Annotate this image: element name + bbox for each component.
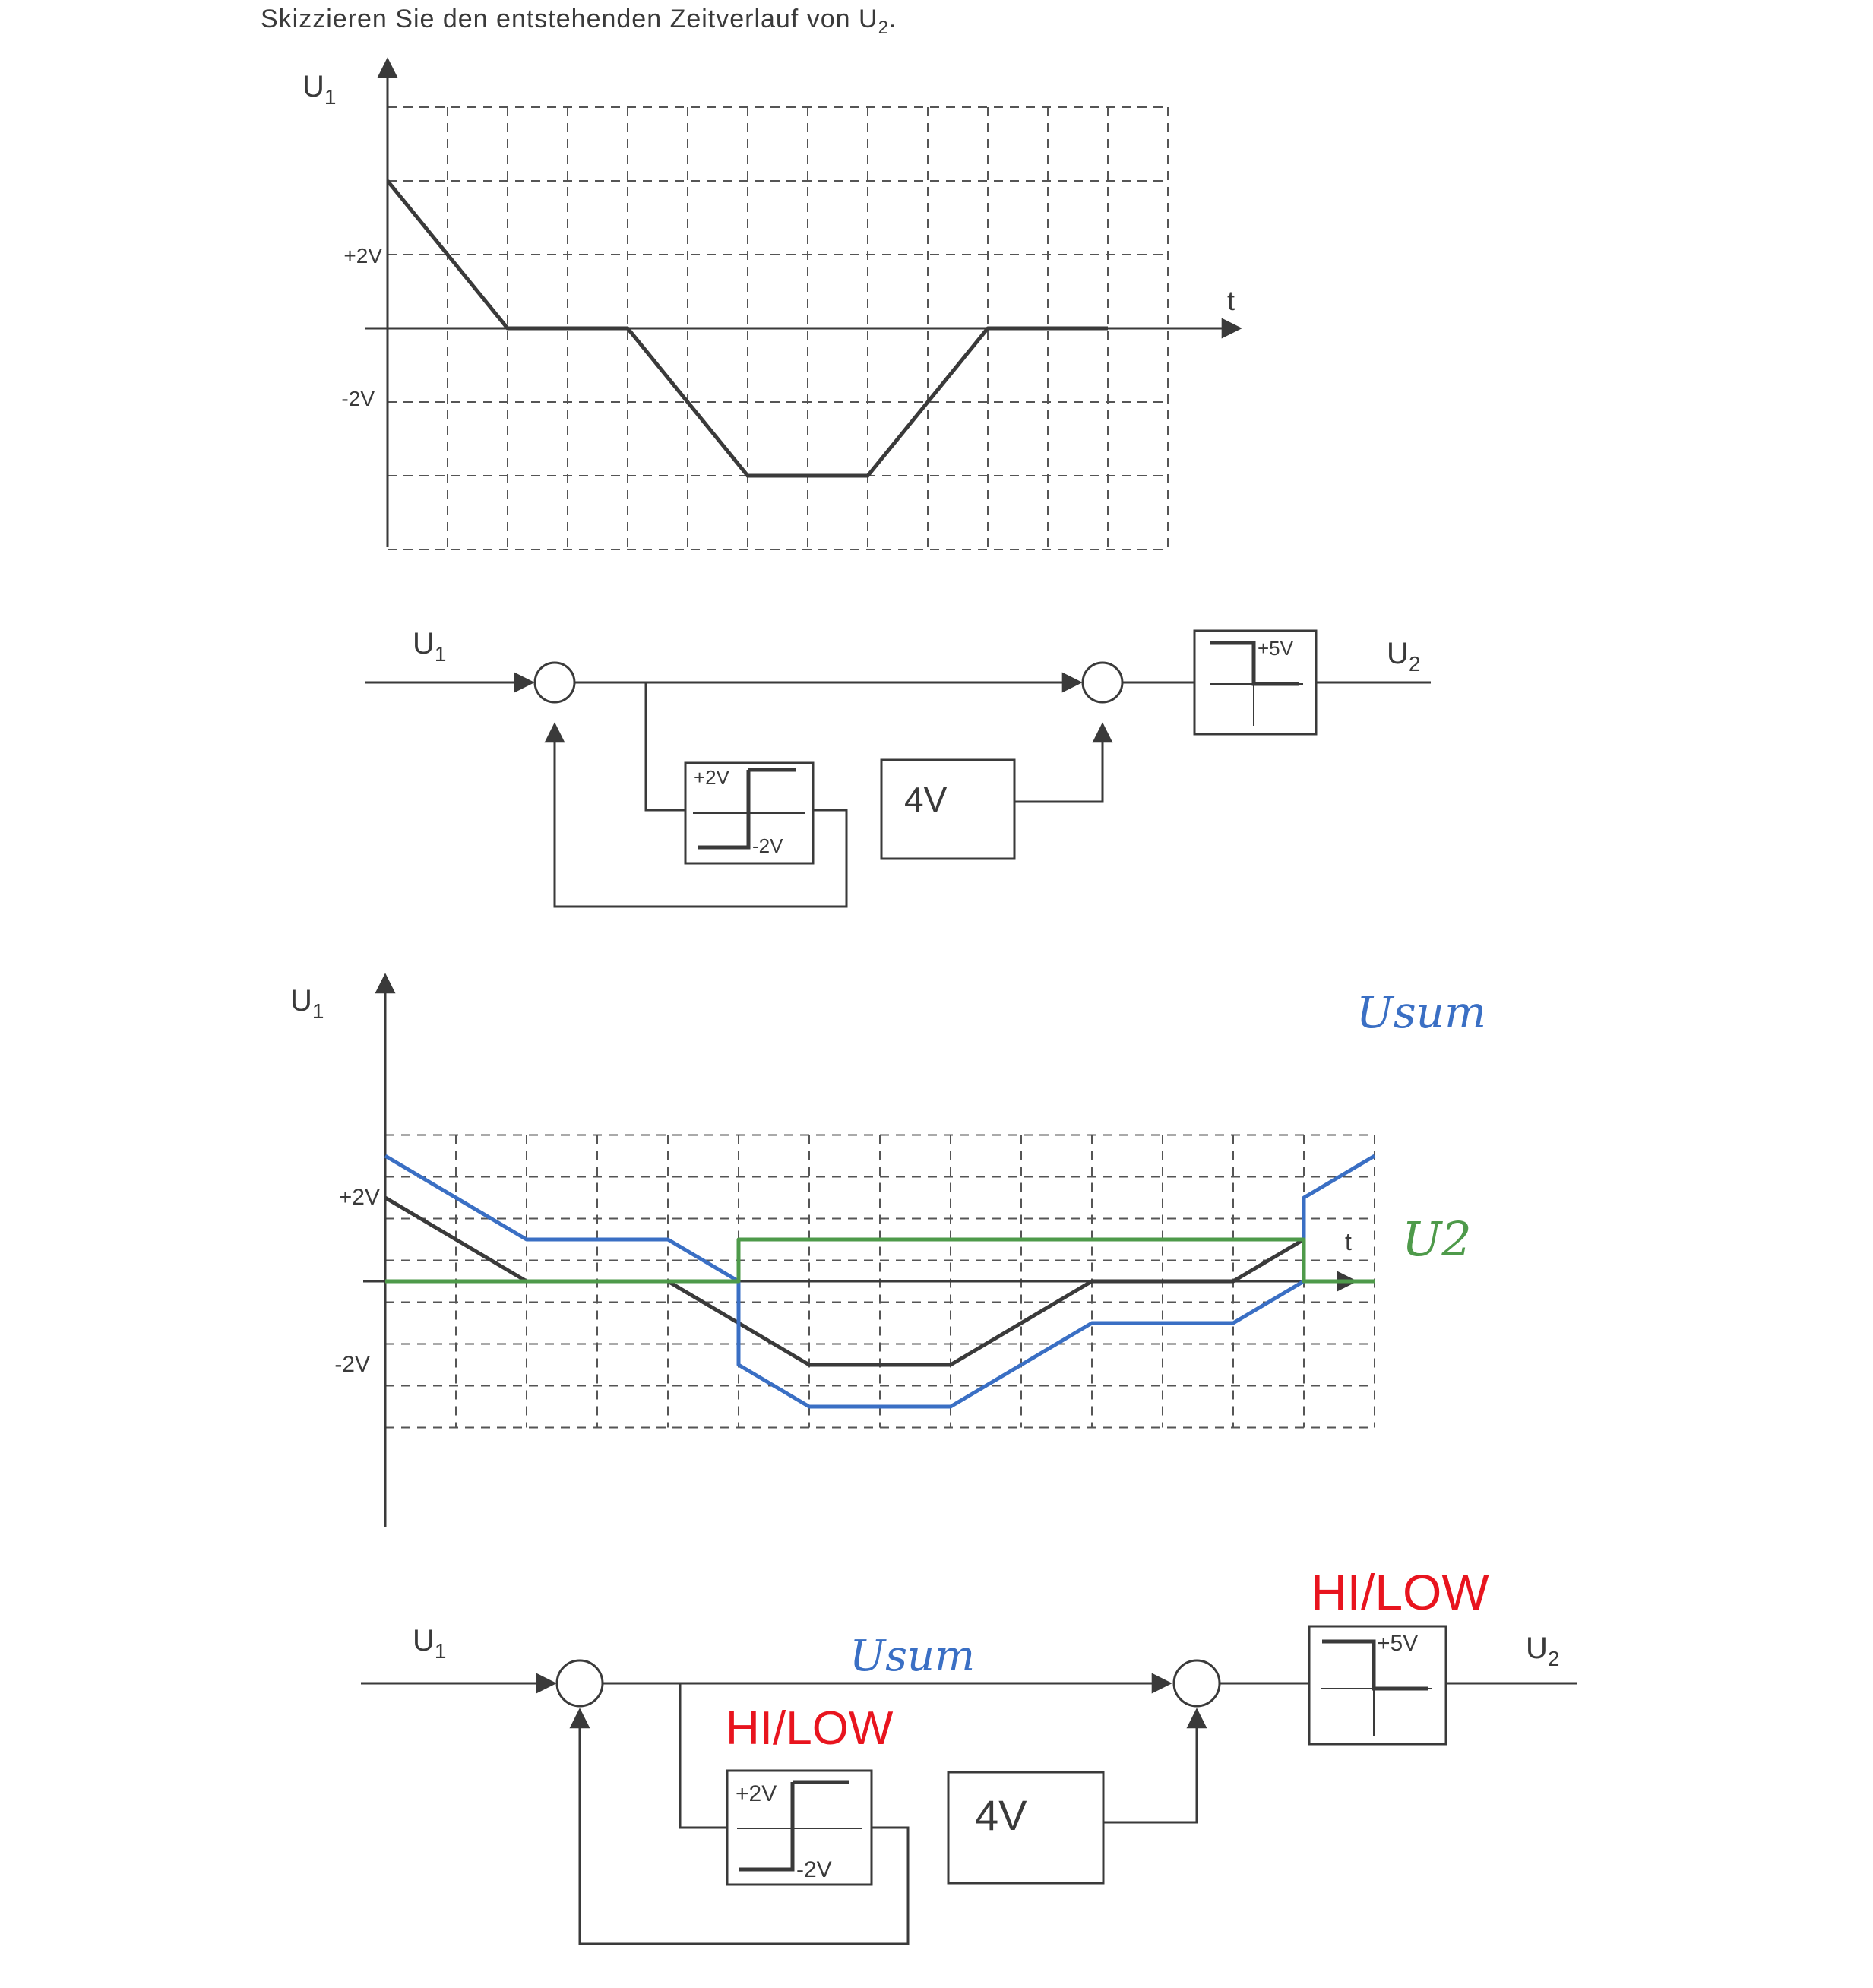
plot-u1: U1 t +2V -2V	[302, 57, 1242, 550]
b2-hyst-upper-label: +2V	[736, 1781, 777, 1806]
b1-comparator-label: +5V	[1258, 637, 1294, 660]
b2-hyst-lower-label: -2V	[796, 1857, 832, 1882]
plot-2-tick-neg: -2V	[334, 1352, 370, 1377]
b1-input-label: U1	[413, 627, 446, 666]
b2-input-label: U1	[413, 1624, 446, 1663]
b1-output-label: U2	[1387, 637, 1420, 676]
block-diagram-1-labels: U1 U2 +5V +2V -2V 4V	[413, 627, 1420, 857]
b2-offset-label: 4V	[975, 1791, 1027, 1839]
b2-summer-1	[555, 1659, 604, 1708]
plot-2-tick-pos: +2V	[339, 1185, 380, 1210]
b1-feedback-line	[544, 722, 848, 908]
plot-2-u2-curve	[385, 1237, 1375, 1284]
b1-hyst-upper-label: +2V	[694, 766, 730, 789]
b2-comparator-block	[1308, 1625, 1447, 1746]
plot-u1-y-label: U1	[302, 70, 336, 109]
b2-feedback-line	[569, 1708, 910, 1945]
note-hilow-comparator: HI/LOW	[1311, 1564, 1489, 1620]
b2-comparator-curve	[1322, 1639, 1428, 1691]
plot-2-y-label: U1	[290, 984, 324, 1023]
b2-output-label: U2	[1526, 1632, 1559, 1670]
b2-summer-2	[1172, 1659, 1221, 1708]
b1-comparator-curve	[1210, 641, 1299, 686]
block-diagram-2	[361, 1625, 1577, 1945]
note-usum-plot: Usum	[1356, 986, 1486, 1038]
plot-u1-usum-u2: U1 t +2V -2V Usum U2	[290, 973, 1486, 1527]
b1-branch-to-hyst	[644, 682, 685, 812]
b1-offset-block	[880, 758, 1016, 860]
b1-hyst-lower-label: -2V	[752, 834, 783, 857]
block-diagram-1	[365, 629, 1431, 908]
b2-comparator-label: +5V	[1377, 1631, 1418, 1656]
plot-u1-x-label: t	[1227, 285, 1235, 316]
block-diagram-2-labels: U1 U2 +5V +2V -2V 4V Usum HI/LOW HI/LOW	[413, 1564, 1559, 1882]
b2-offset-line	[1103, 1708, 1207, 1824]
note-hilow-hysteresis: HI/LOW	[726, 1702, 894, 1755]
note-u2-plot: U2	[1402, 1211, 1472, 1267]
plot-u1-tick-neg: -2V	[341, 387, 375, 410]
b2-hyst-lower	[739, 1782, 795, 1872]
plot-u1-tick-pos: +2V	[343, 244, 382, 267]
b1-offset-line	[1014, 722, 1113, 803]
b1-hyst-lower	[698, 770, 751, 850]
note-usum-diagram: Usum	[849, 1632, 975, 1681]
b2-branch-to-hyst	[679, 1683, 727, 1829]
b1-summer-1	[533, 661, 576, 704]
plot-2-x-label: t	[1345, 1228, 1352, 1255]
instruction-text: Skizzieren Sie den entstehenden Zeitverl…	[261, 5, 897, 38]
plot-u1-u1-curve	[386, 179, 1108, 478]
b1-offset-label: 4V	[904, 780, 948, 819]
b1-summer-2	[1081, 661, 1124, 704]
b2-offset-block	[947, 1771, 1105, 1885]
plot-2-grid	[385, 1134, 1375, 1429]
